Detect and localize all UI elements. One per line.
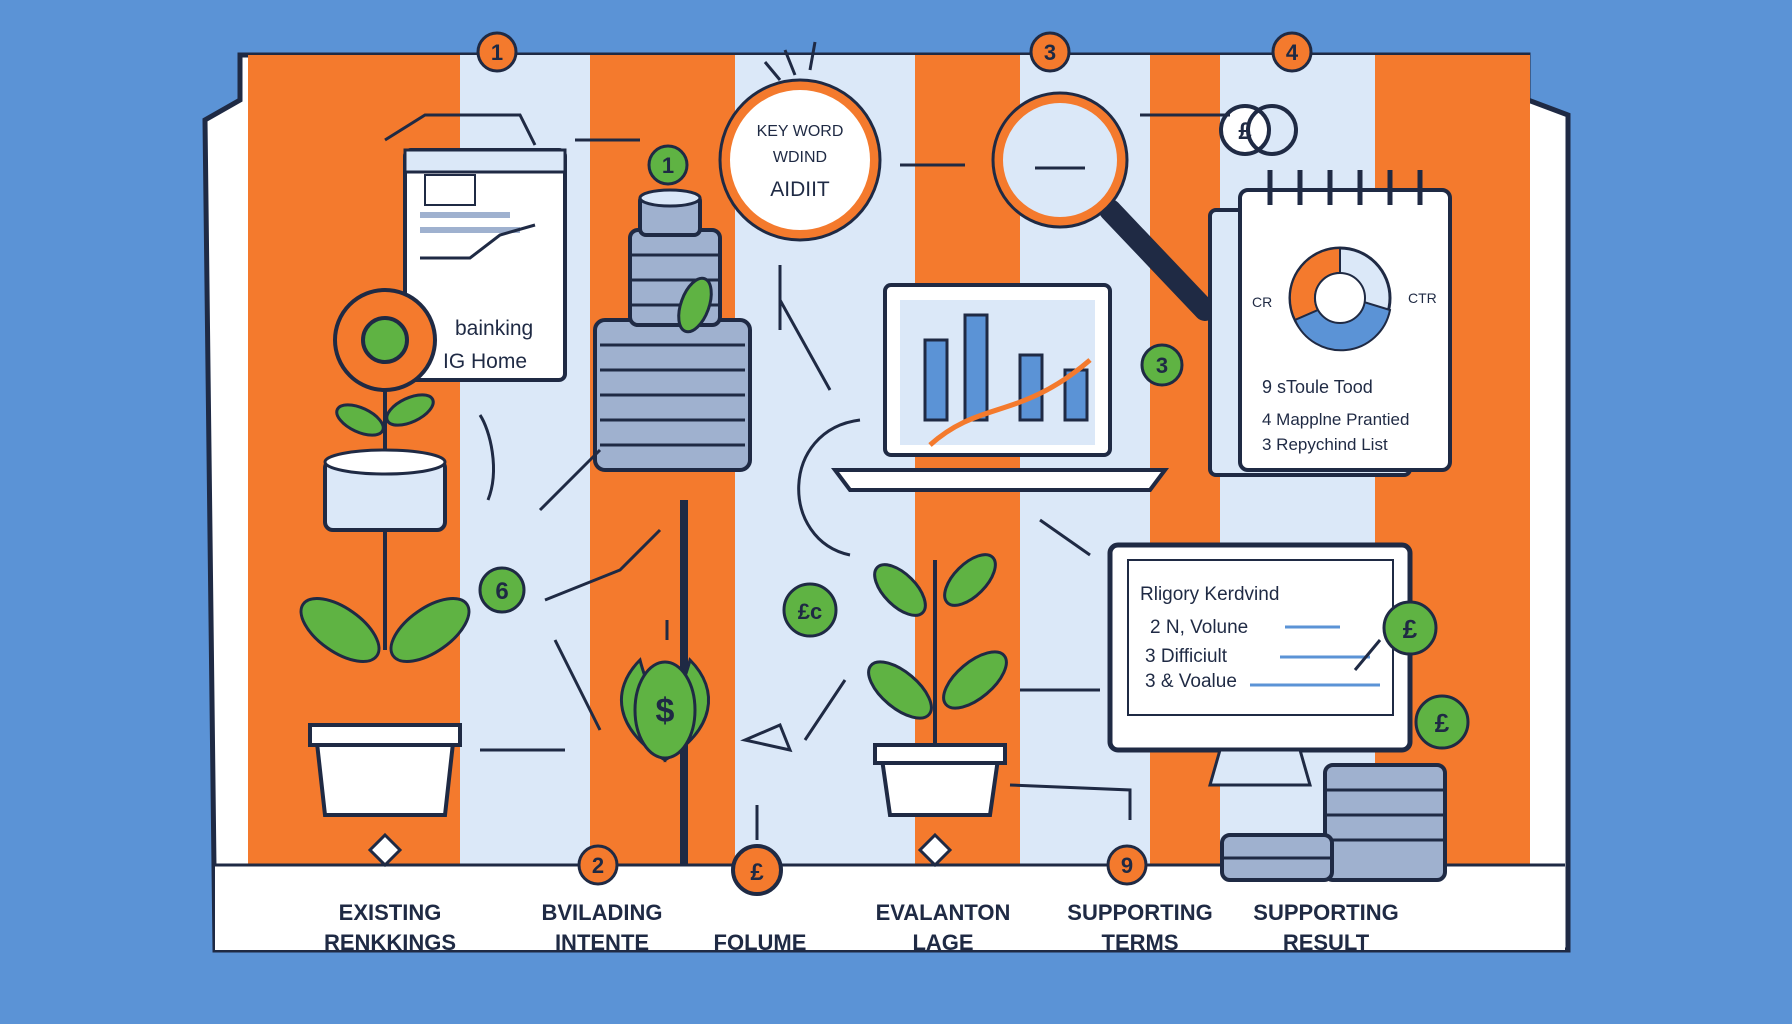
svg-text:1: 1 [491,40,503,65]
svg-text:IG Home: IG Home [443,350,527,373]
svg-text:2 N, Volune: 2 N, Volune [1150,617,1248,638]
flow-arrows [384,113,1382,840]
badge-top-3: 3 [1029,31,1071,73]
svg-text:3: 3 [1044,40,1056,65]
svg-text:1: 1 [662,153,674,178]
coin-pile-icon [1220,763,1447,882]
badge-top-1: 1 [476,31,518,73]
badge-bottom-2: 2 [577,844,619,886]
label-supporting-terms-1: SUPPORTING [1067,900,1212,925]
magnifier-icon [991,91,1216,321]
label-building-1: BVILADING [542,900,663,925]
label-supporting-terms-2: TERMS [1102,930,1179,955]
svg-text:£: £ [750,859,764,886]
svg-text:£: £ [1435,708,1450,738]
coin-stack-icon [593,188,752,472]
audit-lens-icon: KEY WORD WDIND AIDIIT [718,41,882,242]
pound-coin-icon: £ [1219,104,1298,156]
svg-text:6: 6 [495,578,508,605]
svg-text:£c: £c [798,599,822,624]
svg-text:2: 2 [592,853,604,878]
calendar-icon: CR CTR 9 sToule Tood 4 Mapplne Prantied … [1208,170,1452,477]
label-evaluation-1: EVALANTON [876,900,1011,925]
svg-text:£: £ [1403,614,1418,644]
svg-text:CR: CR [1252,294,1272,310]
svg-text:3 & Voalue: 3 & Voalue [1145,671,1237,692]
svg-text:9 sToule Tood: 9 sToule Tood [1262,377,1373,397]
svg-text:bainking: bainking [455,317,533,340]
diamond-markers [367,832,953,868]
svg-text:AIDIIT: AIDIIT [770,178,830,201]
svg-text:CTR: CTR [1408,290,1437,306]
svg-text:$: $ [656,692,675,730]
svg-text:4 Mapplne Prantied: 4 Mapplne Prantied [1262,410,1409,429]
label-supporting-result-1: SUPPORTING [1253,900,1398,925]
label-volume-2: FOLUME [714,930,807,955]
label-building-2: INTENTE [555,930,649,955]
laptop-chart-icon [831,283,1169,492]
svg-text:WDIND: WDIND [773,149,827,166]
badge-pound-monitor: £ [1382,600,1438,656]
badge-coins-1: 1 [647,144,689,186]
badge-bottom-9: 9 [1106,844,1148,886]
money-plant-icon: $ [619,657,711,763]
badge-pound-side: £ [1414,694,1470,750]
badge-pound-coin: £ [731,844,783,896]
svg-text:KEY WORD: KEY WORD [757,123,844,140]
label-existing-2: RENKKINGS [324,930,456,955]
label-supporting-result-2: RESULT [1283,930,1370,955]
svg-text:4: 4 [1286,40,1299,65]
svg-text:3: 3 [1156,353,1168,378]
plant-icon [867,553,1008,817]
monitor-icon: Rligory Kerdvind 2 N, Volune 3 Difficiul… [1107,542,1413,787]
badge-left-6: 6 [478,566,526,614]
svg-text:Rligory Kerdvind: Rligory Kerdvind [1140,584,1279,605]
svg-text:3 Difficiult: 3 Difficiult [1145,646,1228,667]
badge-top-4: 4 [1271,31,1313,73]
badge-currency-lc: £c [782,582,838,638]
svg-text:£: £ [1238,118,1252,145]
label-evaluation-2: LAGE [912,930,973,955]
browser-card: bainking IG Home [403,148,567,382]
svg-text:9: 9 [1121,853,1133,878]
flower-icon [299,288,471,817]
svg-text:3 Repychind List: 3 Repychind List [1262,435,1388,454]
badge-laptop-3: 3 [1140,343,1184,387]
bottom-labels: EXISTING RENKKINGS BVILADING INTENTE FOL… [324,900,1399,955]
label-existing-1: EXISTING [339,900,442,925]
